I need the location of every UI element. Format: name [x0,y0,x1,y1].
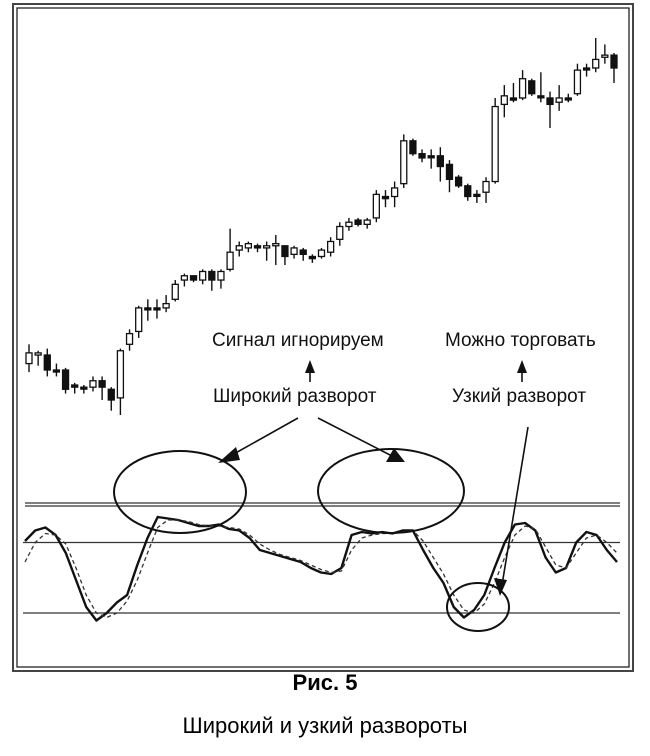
figure-number: Рис. 5 [292,670,358,695]
candle [418,149,426,163]
arrowhead-icon [386,448,405,462]
arrow-to-ellipse-2 [317,417,393,457]
candle [34,350,42,366]
candle [601,44,609,64]
candle [217,269,225,289]
candle [52,363,61,377]
label-can-trade: Можно торговать [445,330,596,351]
candlestick-series [25,38,618,415]
arrowhead-icon [494,578,507,596]
candle [89,376,97,392]
candle [546,91,554,128]
candle [98,376,106,401]
candle [537,72,545,103]
candle [528,78,536,96]
candle [564,93,572,103]
inner-frame [16,7,630,668]
candle [235,241,243,257]
candle [582,63,591,77]
candle [400,134,408,188]
candle [491,97,499,184]
candle [144,299,152,321]
candle [299,247,307,261]
candle [308,254,317,263]
candle [454,175,463,188]
candle [116,348,125,415]
wide-reversal-ellipse-1 [113,450,247,534]
candle [263,241,271,261]
candle [354,217,362,227]
candle [80,385,88,394]
figure-frame: Сигнал игнорируем Широкий разворот Можно… [12,3,634,672]
candle [25,344,33,373]
candle [464,183,472,201]
narrow-reversal-ellipse [446,582,510,632]
candle [253,243,262,253]
candle [390,181,399,208]
candle [180,273,189,287]
candle [555,85,563,111]
candle [171,280,179,302]
arrow-up-icon [305,360,315,373]
candle [336,222,344,246]
candle [162,295,170,313]
candle [208,269,216,291]
candle [482,177,490,203]
candle [518,70,527,101]
candle [199,269,207,285]
candle [43,348,51,377]
label-wide-reversal: Широкий разворот [213,386,377,407]
outer-frame [12,3,634,672]
candle [189,275,198,283]
candle [409,138,417,156]
candle [573,63,582,96]
candle [500,85,508,118]
candle [107,387,115,411]
oscillator-reference-lines [23,502,620,614]
annotation-shapes [113,360,529,632]
candle [473,190,481,203]
candle [226,228,234,272]
candle [153,299,161,319]
candle [445,160,454,193]
candle [272,235,280,266]
candle [592,38,600,73]
wide-reversal-ellipse-2 [317,448,465,534]
oscillator-lines [24,515,618,622]
candle [71,382,79,394]
candle [135,305,143,338]
signal-line [24,519,618,619]
chart-canvas [12,3,634,672]
figure-title: Широкий и узкий развороты [182,713,468,738]
candle [326,237,335,257]
candle [345,217,353,231]
arrow-to-ellipse-1 [231,417,299,456]
candle [372,190,380,223]
candle [244,241,253,253]
candle [436,147,444,182]
candle [381,190,390,208]
candle [281,245,289,266]
candle [61,367,70,394]
arrow-up-icon [517,360,527,373]
candle [125,329,134,351]
candle [363,217,371,229]
label-signal-ignore: Сигнал игнорируем [212,330,384,351]
candle [427,149,435,169]
oscillator-line [24,515,618,622]
candle [509,82,518,103]
label-narrow-reversal: Узкий разворот [452,386,587,407]
candle [610,52,618,83]
arrowhead-icon [218,447,240,463]
arrow-to-narrow-reversal [501,426,529,586]
candle [290,245,298,259]
candle [317,247,326,259]
